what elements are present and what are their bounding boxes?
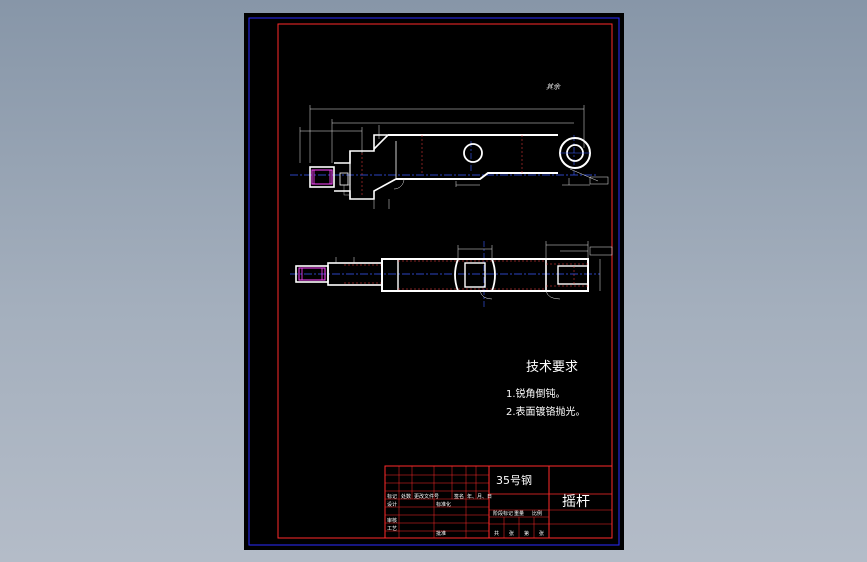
- col-label-signature: 签名: [454, 493, 464, 500]
- col-label-mark: 标记: [387, 493, 397, 500]
- approve-label: 批准: [436, 530, 446, 537]
- process-label: 工艺: [387, 526, 397, 532]
- tech-requirement-2: 2.表面镀铬抛光。: [506, 405, 586, 418]
- sheet-outer-frame: [248, 17, 620, 546]
- tech-requirement-1: 1.锐角倒钝。: [506, 387, 566, 400]
- front-view: [290, 105, 609, 209]
- col-label-change-file: 更改文件号: [414, 493, 439, 500]
- scale-label: 比例: [532, 510, 542, 517]
- col-label-count: 处数: [401, 493, 411, 500]
- title-block: 35号钢 摇杆 标记 处数 更改文件号 签名 年、月、日 设计 标准化 审核 工…: [384, 465, 613, 539]
- sheet-total-label: 共: [494, 530, 499, 537]
- sheet-unit-label-1: 张: [509, 530, 514, 537]
- drawing-sheet: 其余: [244, 13, 624, 550]
- part-name: 摇杆: [562, 494, 590, 510]
- material-label: 35号钢: [496, 474, 532, 487]
- weight-label: 重量: [514, 510, 524, 517]
- designer-label: 设计: [387, 501, 397, 508]
- sheet-number-label: 第: [524, 530, 529, 537]
- stage-label: 阶段标记: [493, 510, 513, 517]
- standardization-label: 标准化: [436, 501, 451, 508]
- surface-note: 其余: [546, 83, 561, 91]
- tech-requirements-title: 技术要求: [526, 360, 578, 375]
- top-view: [290, 241, 613, 309]
- col-label-date: 年、月、日: [467, 493, 492, 500]
- sheet-unit-label-2: 张: [539, 530, 544, 537]
- review-label: 审核: [387, 517, 397, 524]
